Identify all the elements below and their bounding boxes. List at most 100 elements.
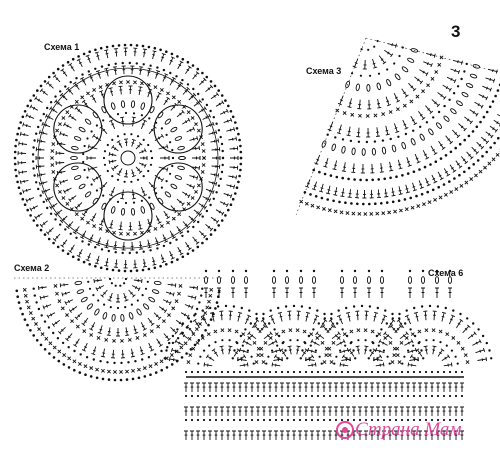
single-crochet-cross <box>61 196 66 200</box>
double-crochet-stitch <box>328 382 332 392</box>
crochet-chain-dot <box>388 370 392 374</box>
single-crochet-cross <box>188 353 193 358</box>
double-crochet-stitch <box>128 85 133 95</box>
crochet-chain-dot <box>16 180 19 184</box>
single-crochet-cross <box>256 353 261 358</box>
crochet-chain-dot <box>135 251 138 254</box>
crochet-chain-dot <box>450 349 453 352</box>
crochet-chain-dot <box>202 370 206 374</box>
crochet-chain-dot <box>244 328 247 331</box>
single-crochet-cross <box>331 340 336 345</box>
crochet-chain-dot <box>463 138 467 142</box>
single-crochet-cross <box>430 76 435 81</box>
crochet-chain-dot <box>86 176 89 179</box>
bobble-stitch <box>394 73 401 81</box>
bobble-stitch <box>170 126 178 133</box>
double-crochet-stitch <box>123 169 129 178</box>
crochet-chain-dot <box>400 394 404 398</box>
double-crochet-stitch <box>198 106 207 113</box>
double-crochet-stitch <box>273 354 283 361</box>
crochet-chain-dot <box>171 334 175 338</box>
crochet-chain-dot <box>107 249 111 253</box>
single-crochet-cross <box>339 210 344 215</box>
crochet-chain-dot <box>316 370 320 374</box>
crochet-chain-dot <box>113 361 116 365</box>
bobble-stitch <box>174 175 183 180</box>
single-crochet-cross <box>415 94 420 99</box>
crochet-chain-dot <box>148 117 151 120</box>
crochet-chain-dot <box>77 258 80 261</box>
bobble-stitch <box>120 100 126 109</box>
bobble-stitch <box>443 115 450 122</box>
crochet-chain-dot <box>377 72 381 75</box>
crochet-chain-dot <box>205 209 209 213</box>
single-crochet-cross <box>201 149 206 153</box>
bobble-stitch <box>401 66 409 73</box>
double-crochet-stitch <box>226 382 230 392</box>
single-crochet-cross <box>208 293 213 298</box>
crochet-chain-dot <box>33 174 36 177</box>
double-crochet-stitch <box>389 161 394 172</box>
crochet-chain-dot <box>181 322 184 325</box>
double-crochet-stitch <box>29 104 39 111</box>
crochet-chain-dot <box>401 174 404 177</box>
double-crochet-stitch <box>367 287 371 298</box>
double-crochet-stitch <box>135 142 143 150</box>
double-crochet-stitch <box>320 318 328 329</box>
single-crochet-cross <box>427 200 432 205</box>
crochet-chain-dot <box>99 46 103 50</box>
crochet-chain-dot <box>382 370 386 374</box>
crochet-chain-dot <box>52 71 55 75</box>
crochet-chain-dot <box>239 168 242 172</box>
crochet-chain-dot <box>19 121 23 124</box>
crochet-chain-dot <box>39 228 43 232</box>
double-crochet-stitch <box>314 155 321 165</box>
double-crochet-stitch <box>108 119 116 130</box>
single-crochet-cross <box>351 211 356 216</box>
crochet-chain-dot <box>69 232 72 235</box>
single-crochet-cross <box>65 201 70 206</box>
double-crochet-stitch <box>268 314 276 325</box>
crochet-chain-dot <box>203 349 206 352</box>
crochet-chain-dot <box>376 418 380 422</box>
double-crochet-stitch <box>375 362 385 367</box>
crochet-chain-dot <box>117 44 121 47</box>
single-crochet-cross <box>369 212 374 216</box>
double-crochet-stitch <box>204 287 208 298</box>
crochet-chain-dot <box>121 251 124 255</box>
scheme2-label: Схема 2 <box>14 263 50 273</box>
crochet-chain-dot <box>69 81 72 84</box>
double-crochet-stitch <box>130 241 135 251</box>
single-crochet-cross <box>315 336 320 340</box>
single-crochet-cross <box>156 324 161 329</box>
crochet-chain-dot <box>423 165 427 169</box>
crochet-chain-dot <box>406 172 410 175</box>
double-crochet-stitch <box>208 430 212 440</box>
crochet-chain-dot <box>377 344 380 347</box>
crochet-chain-dot <box>364 339 367 342</box>
petal-outline <box>103 75 153 125</box>
crochet-chain-dot <box>406 394 410 398</box>
single-crochet-cross <box>399 340 404 345</box>
double-crochet-stitch <box>353 287 357 298</box>
single-crochet-cross <box>387 210 392 215</box>
single-crochet-cross <box>322 360 327 364</box>
crochet-chain-dot <box>426 190 430 194</box>
double-crochet-stitch <box>154 174 164 183</box>
crochet-chain-dot <box>341 328 344 331</box>
crochet-chain-dot <box>137 376 141 380</box>
bobble-stitch <box>84 191 92 198</box>
crochet-chain-dot <box>141 44 145 48</box>
single-crochet-cross <box>140 81 144 86</box>
single-crochet-cross <box>187 336 192 341</box>
crochet-chain-dot <box>16 295 20 299</box>
single-crochet-cross <box>74 212 79 217</box>
crochet-chain-dot <box>418 168 421 171</box>
crochet-chain-dot <box>201 309 204 312</box>
double-crochet-stitch <box>228 136 238 141</box>
double-crochet-stitch <box>358 406 362 416</box>
double-crochet-stitch <box>380 287 384 298</box>
double-crochet-stitch <box>362 59 367 70</box>
crochet-chain-dot <box>364 418 368 422</box>
crochet-chain-dot <box>350 341 353 344</box>
